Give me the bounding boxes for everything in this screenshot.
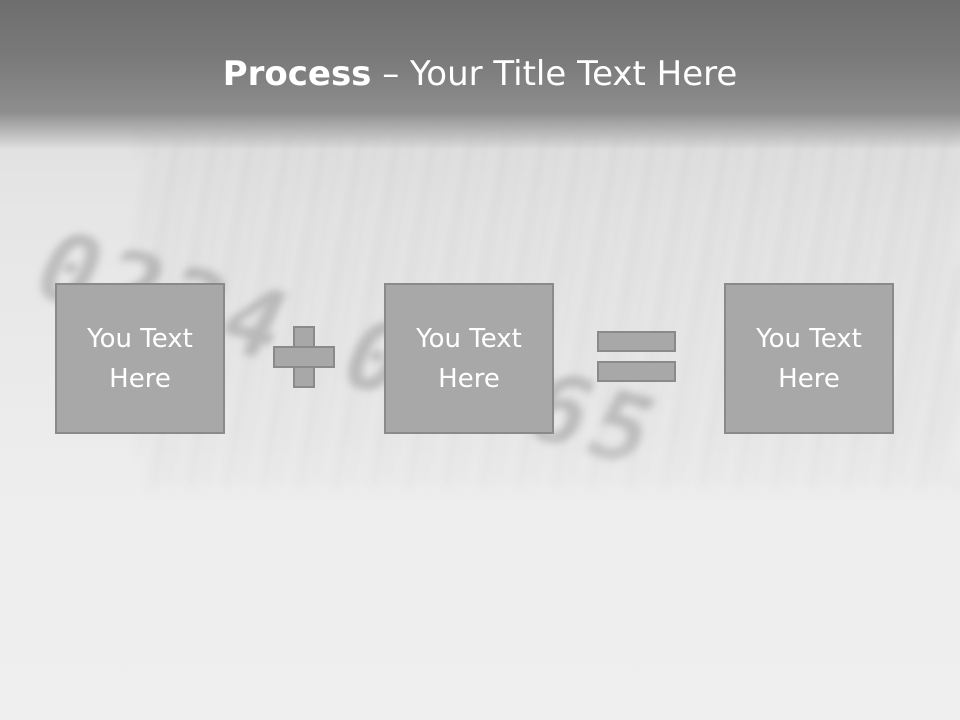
process-box-text: You Text Here (756, 323, 862, 394)
process-box-3: You Text Here (724, 283, 894, 434)
process-box-text: You Text Here (87, 323, 193, 394)
process-box-1: You Text Here (55, 283, 225, 434)
process-box-text: You Text Here (416, 323, 522, 394)
slide-title: Process – Your Title Text Here (0, 52, 960, 96)
header-band (0, 0, 960, 150)
equals-icon (597, 331, 676, 383)
plus-icon (273, 326, 335, 388)
process-box-2: You Text Here (384, 283, 554, 434)
background-fade (0, 430, 960, 720)
title-rest: – Your Title Text Here (371, 54, 738, 94)
title-bold: Process (222, 54, 372, 94)
